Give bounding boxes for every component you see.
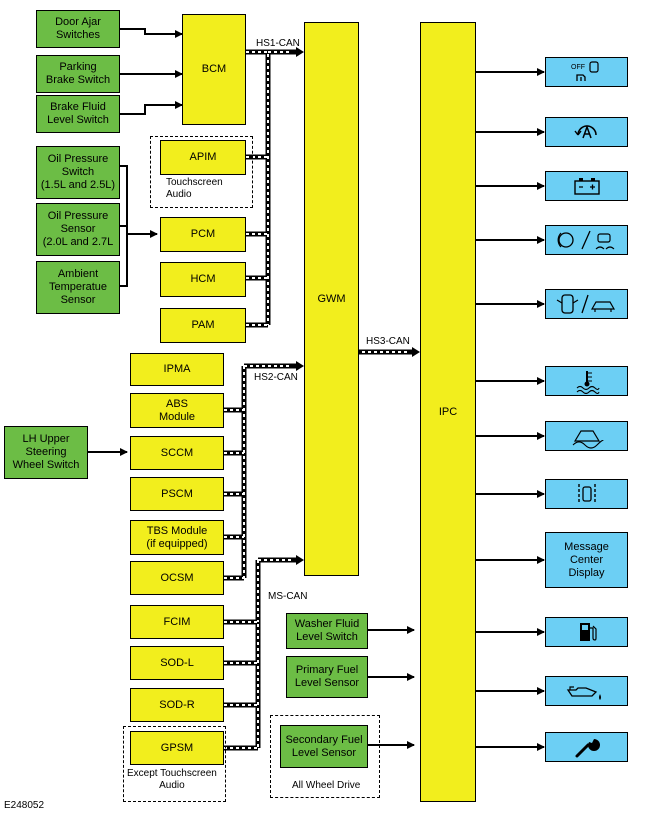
parking-brake-switch: Parking Brake Switch [36,55,120,93]
oil-pressure-icon [566,686,601,700]
gpsm-module: GPSM [130,731,224,765]
door-ajar-icon [556,294,615,314]
svg-text:OFF: OFF [571,64,585,71]
ipc-module: IPC [420,22,476,802]
sod-r-module: SOD-R [130,688,224,722]
message-center-display: Message Center Display [545,532,628,588]
coolant-temperature-icon-box [545,366,628,396]
abs-module: ABS Module [130,393,224,428]
gwm-module: GWM [304,22,359,576]
pscm-module: PSCM [130,477,224,511]
bcm-module: BCM [182,14,246,125]
ipma-module: IPMA [130,353,224,386]
ambient-temperature-sensor: Ambient Temperatue Sensor [36,261,120,314]
fuel-icon-box [545,617,628,647]
awd-group [270,715,380,798]
battery-icon-box [545,171,628,201]
oil-pressure-icon-box [545,676,628,706]
primary-fuel-level-sensor: Primary Fuel Level Sensor [286,656,368,698]
figure-id: E248052 [4,800,45,811]
sod-l-module: SOD-L [130,646,224,680]
battery-icon [573,178,600,195]
hcm-module: HCM [160,262,246,297]
ocsm-module: OCSM [130,561,224,595]
lh-upper-steering-wheel-switch: LH Upper Steering Wheel Switch [4,426,88,479]
off-road-mode-icon-box: OFF [545,57,628,87]
washer-fluid-level-switch: Washer Fluid Level Switch [286,613,368,649]
auto-start-stop-icon [573,124,597,139]
door-ajar-switches: Door Ajar Switches [36,10,120,48]
touchscreen-audio-label: Touchscreen Audio [166,177,223,200]
apim-module: APIM [160,140,246,175]
hs2-can-label: HS2-CAN [254,372,298,383]
auto-start-stop-icon-box [545,117,628,147]
slippery-road-icon-box [545,421,628,451]
oil-pressure-switch: Oil Pressure Switch (1.5L and 2.5L) [36,146,120,199]
ms-can-label: MS-CAN [268,591,308,602]
fcim-module: FCIM [130,605,224,639]
oil-pressure-sensor: Oil Pressure Sensor (2.0L and 2.7L [36,203,120,256]
lane-keeping-icon [577,484,596,504]
touchscreen-group [150,136,253,208]
secondary-fuel-level-sensor: Secondary Fuel Level Sensor [280,725,368,768]
except-touchscreen-audio-label: Except Touchscreen Audio [127,768,217,791]
service-wrench-icon-box [545,732,628,762]
hs1-can-label: HS1-CAN [256,38,300,49]
tbs-module: TBS Module (if equipped) [130,520,224,555]
all-wheel-drive-label: All Wheel Drive [292,780,361,791]
door-ajar-icon-box [545,289,628,319]
off-road-mode-icon: OFF [571,61,599,81]
slippery-road-icon [572,430,604,449]
sccm-module: SCCM [130,436,224,470]
except-touchscreen-group [123,726,226,802]
service-wrench-icon [575,739,600,758]
fuel-icon [579,623,597,641]
coolant-temperature-icon [576,371,600,394]
lane-keeping-icon-box [545,479,628,509]
hs3-can-label: HS3-CAN [366,336,410,347]
pam-module: PAM [160,308,246,343]
brake-fluid-level-switch: Brake Fluid Level Switch [36,95,120,133]
pcm-module: PCM [160,217,246,252]
traction-control-icon [557,230,614,250]
traction-control-icon-box [545,225,628,255]
